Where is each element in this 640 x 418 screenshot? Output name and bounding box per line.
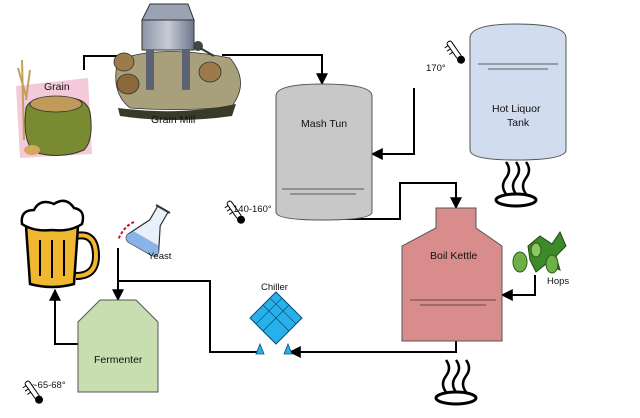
chiller [249, 291, 303, 355]
mash-tun-label: Mash Tun [301, 118, 347, 130]
boil-kettle [401, 207, 503, 342]
yeast-pour-stream [117, 221, 135, 241]
grain-mill-icon [113, 3, 241, 120]
yeast-label: Yeast [148, 251, 172, 262]
hot-liquor-tank-label-line2: Tank [507, 117, 530, 129]
flame-icon [434, 359, 478, 406]
hot-liquor-tank [469, 23, 567, 161]
pipe-kettle-to-chiller [288, 341, 457, 358]
pipes [49, 54, 536, 358]
beer-mug-icon [20, 199, 101, 289]
grain-sack-icon [16, 59, 92, 158]
grain-mill-label: Grain Mill [151, 114, 195, 126]
boil-kettle-label: Boil Kettle [430, 250, 477, 262]
pipe-grain-to-mill [83, 55, 122, 70]
yeast-flask-icon [125, 204, 171, 257]
fermenter-temp: ~65-68° [32, 380, 66, 391]
hot-liquor-temp: 170° [426, 63, 446, 74]
hops-icon [512, 230, 567, 274]
hot-liquor-tank-label-line1: Hot Liquor [492, 103, 541, 115]
thermometer-icon [22, 380, 44, 404]
flame-icon [494, 161, 538, 208]
pipe-fermenter-to-beer [49, 288, 78, 345]
grain-label: Grain [44, 81, 70, 93]
thermometer-icon [224, 200, 246, 224]
mash-temp: 140-160° [233, 204, 272, 215]
pipe-grain-mill-to-mash-tun [222, 54, 328, 86]
pipe-mash-tun-to-kettle [324, 182, 462, 220]
hops-label: Hops [547, 276, 569, 287]
mash-tun [275, 83, 373, 221]
pipe-hlt-to-mash-tun [370, 88, 415, 160]
thermometer-icon [444, 40, 466, 64]
fermenter-label: Fermenter [94, 354, 143, 366]
pipe-hops-to-kettle [500, 275, 536, 301]
fermenter [77, 299, 159, 393]
chiller-label: Chiller [261, 282, 288, 293]
